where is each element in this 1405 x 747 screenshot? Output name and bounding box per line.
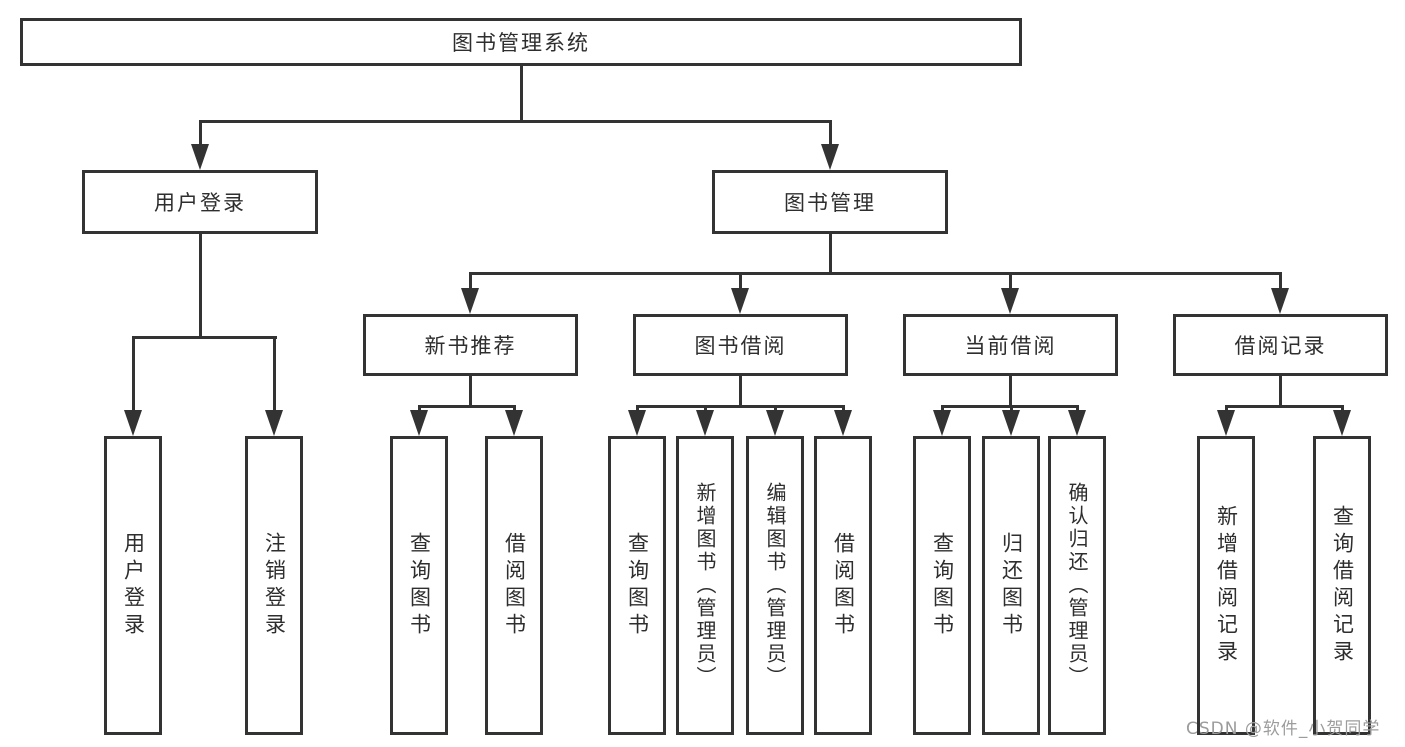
connector-line [417, 405, 516, 408]
arrow-down-icon [1217, 410, 1235, 436]
connector-line [828, 234, 832, 275]
connector-line [512, 405, 516, 413]
arrow-down-icon [1001, 288, 1019, 314]
connector-line [635, 405, 845, 408]
connector-line [1278, 376, 1282, 408]
arrow-down-icon [1068, 410, 1086, 436]
node-book-borrowing: 图书借阅 [633, 314, 848, 376]
connector-line [1008, 272, 1012, 292]
connector-line [468, 272, 472, 292]
csdn-watermark: CSDN @软件_小贺同学 [1186, 719, 1381, 739]
arrow-down-icon [731, 288, 749, 314]
connector-line [828, 120, 832, 147]
arrow-down-icon [628, 410, 646, 436]
arrow-down-icon [696, 410, 714, 436]
connector-line [198, 120, 202, 147]
arrow-down-icon [191, 144, 209, 170]
connector-line [1224, 405, 1344, 408]
leaf-user-login: 用户登录 [104, 436, 162, 735]
leaf-add-books-admin: 新增图书（管理员） [676, 436, 734, 735]
connector-line [417, 405, 421, 413]
connector-line [738, 272, 742, 292]
arrow-down-icon [821, 144, 839, 170]
connector-line [703, 405, 707, 413]
arrow-down-icon [265, 410, 283, 436]
connector-line [519, 66, 523, 123]
connector-line [1224, 405, 1228, 413]
arrow-down-icon [461, 288, 479, 314]
connector-line [131, 336, 277, 339]
arrow-down-icon [1333, 410, 1351, 436]
leaf-return-books: 归还图书 [982, 436, 1040, 735]
leaf-query-books-current: 查询图书 [913, 436, 971, 735]
leaf-add-borrow-record: 新增借阅记录 [1197, 436, 1255, 735]
connector-line [738, 376, 742, 408]
connector-line [1009, 405, 1013, 413]
connector-line [635, 405, 639, 413]
leaf-query-books-borrow: 查询图书 [608, 436, 666, 735]
leaf-borrow-books-recommend: 借阅图书 [485, 436, 543, 735]
arrow-down-icon [410, 410, 428, 436]
leaf-query-borrow-record: 查询借阅记录 [1313, 436, 1371, 735]
leaf-borrow-books: 借阅图书 [814, 436, 872, 735]
node-root-library-system: 图书管理系统 [20, 18, 1022, 66]
connector-line [1278, 272, 1282, 292]
connector-line [1340, 405, 1344, 413]
leaf-edit-books-admin: 编辑图书（管理员） [746, 436, 804, 735]
arrow-down-icon [124, 410, 142, 436]
connector-line [1008, 376, 1012, 408]
connector-line [468, 272, 1282, 275]
node-current-borrowing: 当前借阅 [903, 314, 1118, 376]
connector-line [841, 405, 845, 413]
arrow-down-icon [834, 410, 852, 436]
connector-line [131, 336, 135, 412]
node-new-book-recommendation: 新书推荐 [363, 314, 578, 376]
connector-line [1075, 405, 1079, 413]
arrow-down-icon [766, 410, 784, 436]
connector-line [468, 376, 472, 408]
leaf-confirm-return-admin: 确认归还（管理员） [1048, 436, 1106, 735]
arrow-down-icon [1271, 288, 1289, 314]
node-user-login: 用户登录 [82, 170, 318, 234]
connector-line [198, 120, 832, 123]
node-book-management: 图书管理 [712, 170, 948, 234]
leaf-logout: 注销登录 [245, 436, 303, 735]
arrow-down-icon [505, 410, 523, 436]
leaf-query-books-recommend: 查询图书 [390, 436, 448, 735]
arrow-down-icon [933, 410, 951, 436]
arrow-down-icon [1002, 410, 1020, 436]
connector-line [940, 405, 944, 413]
connector-line [272, 336, 276, 412]
connector-line [198, 234, 202, 339]
node-borrowing-records: 借阅记录 [1173, 314, 1388, 376]
connector-line [773, 405, 777, 413]
